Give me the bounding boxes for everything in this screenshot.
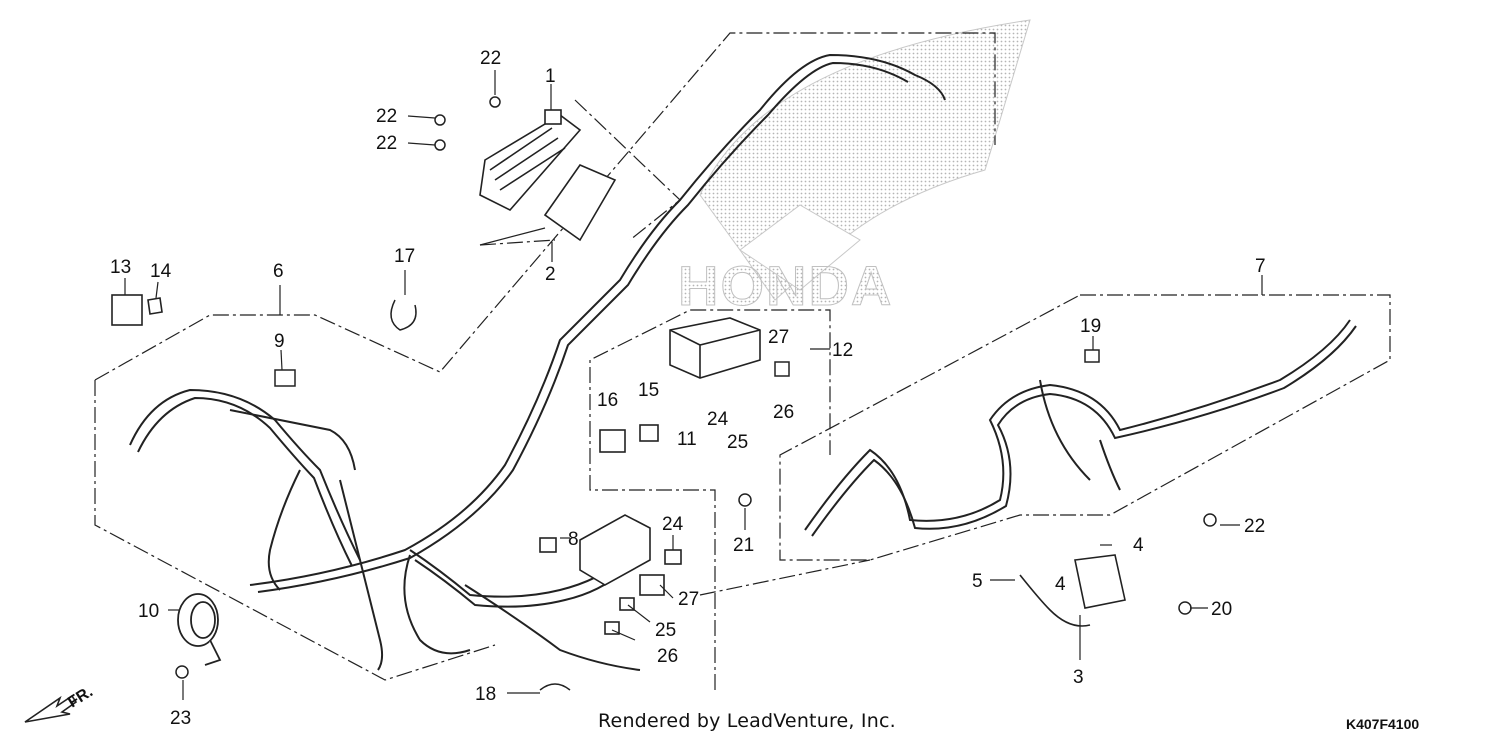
callout-8: 8	[568, 529, 579, 550]
callout-26-fuse: 26	[657, 646, 678, 667]
callout-10: 10	[138, 601, 159, 622]
callout-12: 12	[832, 340, 853, 361]
callout-16: 16	[597, 390, 618, 411]
callout-17: 17	[394, 246, 415, 267]
watermark-text: HONDA	[678, 254, 893, 317]
ecu-stay-bracket	[543, 164, 617, 242]
fuse-box	[539, 514, 682, 635]
group-boundaries	[94, 32, 1391, 690]
left-sub-harness	[129, 388, 384, 671]
callout-24-relay: 24	[707, 409, 729, 430]
diagram-code: K407F4100	[1346, 716, 1420, 732]
callout-22-top: 22	[480, 48, 501, 69]
ecu-module	[479, 109, 582, 211]
relay-box	[669, 317, 761, 379]
callout-21: 21	[733, 535, 754, 556]
leader-lines	[124, 70, 1263, 700]
callout-7: 7	[1255, 256, 1266, 277]
horn	[177, 593, 222, 666]
callout-22-right: 22	[1244, 516, 1265, 537]
ignition-coil	[1019, 554, 1126, 627]
render-credit: Rendered by LeadVenture, Inc.	[598, 710, 896, 732]
right-sub-harness	[804, 319, 1357, 537]
relays	[111, 294, 659, 453]
clips-and-bolts	[175, 96, 1217, 691]
callout-13: 13	[110, 257, 131, 278]
callout-1: 1	[545, 66, 556, 87]
callout-18: 18	[475, 684, 496, 705]
callout-4-side: 4	[1055, 574, 1066, 595]
front-direction-arrow: FR.	[24, 683, 96, 723]
callout-25-relay: 25	[727, 432, 748, 453]
callout-23: 23	[170, 708, 191, 729]
callout-labels: 1 2 3 4 4 5 6 7 8 9 10 11 12 13 14 15 16…	[110, 48, 1266, 729]
callout-19: 19	[1080, 316, 1101, 337]
callout-5: 5	[972, 571, 983, 592]
callout-2: 2	[545, 264, 556, 285]
callout-24-fuse: 24	[662, 514, 684, 535]
honda-watermark: HONDA	[678, 19, 1031, 318]
callout-26-relay: 26	[773, 402, 794, 423]
callout-4-top: 4	[1133, 535, 1144, 556]
callout-22-left-lower: 22	[376, 133, 397, 154]
callout-11: 11	[677, 429, 697, 450]
callout-3: 3	[1073, 667, 1084, 688]
callout-27-fuse: 27	[678, 589, 699, 610]
callout-22-left-upper: 22	[376, 106, 397, 127]
callout-9: 9	[274, 331, 285, 352]
callout-27-relay: 27	[768, 327, 789, 348]
callout-6: 6	[273, 261, 284, 282]
callout-15: 15	[638, 380, 659, 401]
callout-25-fuse: 25	[655, 620, 676, 641]
callout-20: 20	[1211, 599, 1232, 620]
callout-14: 14	[150, 261, 172, 282]
